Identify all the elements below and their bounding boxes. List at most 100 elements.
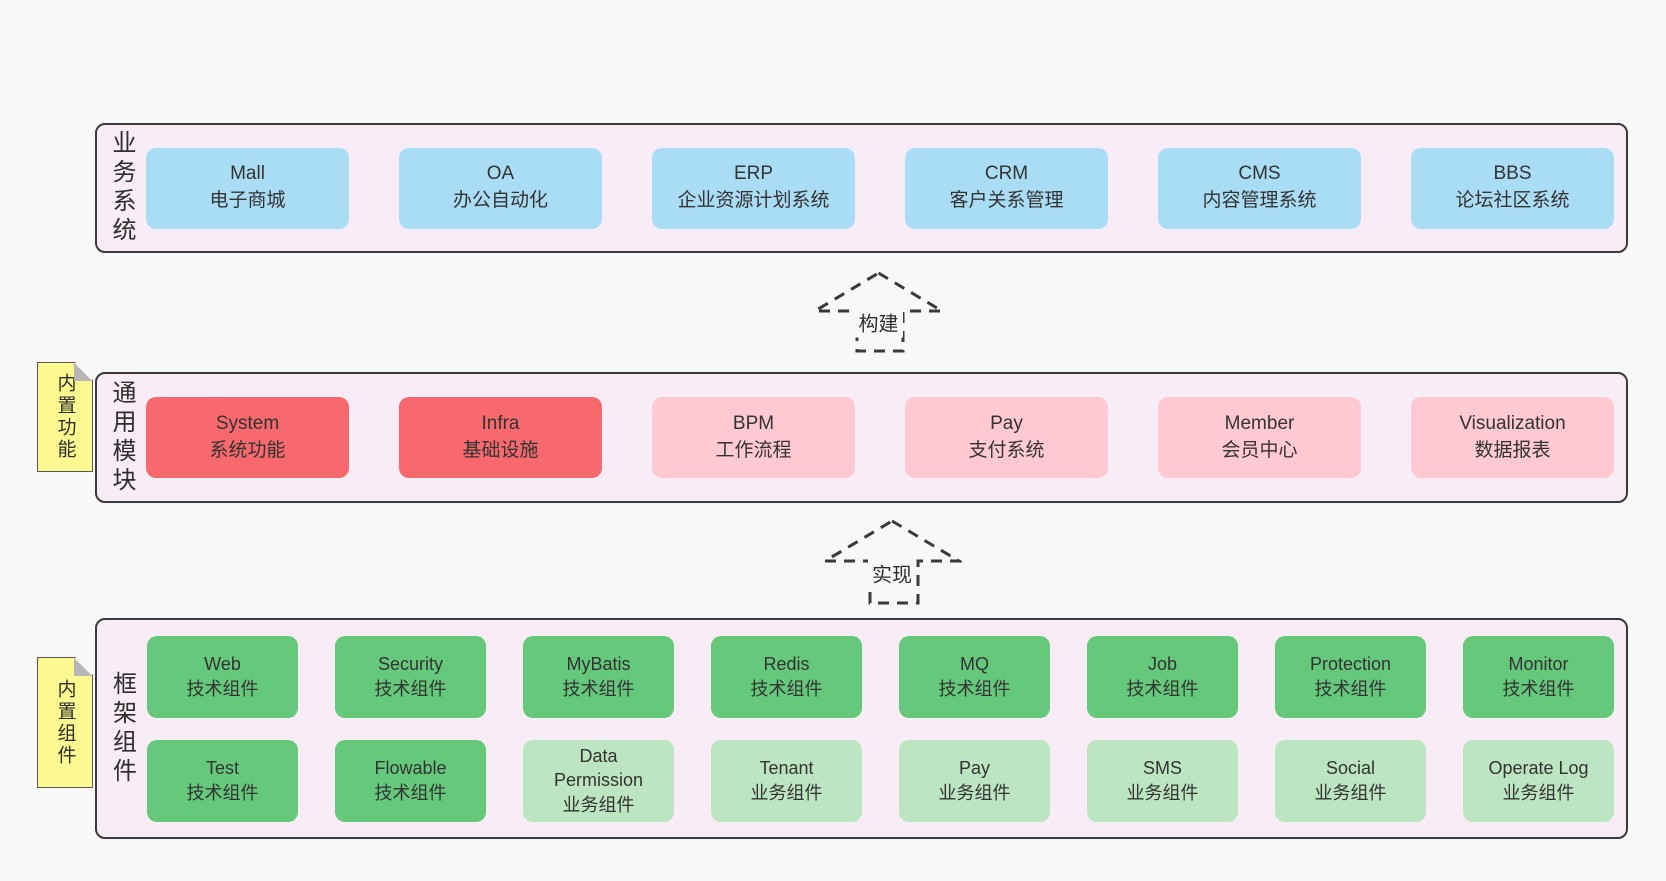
component-name: BBS	[1493, 163, 1532, 185]
component-box-protection: Protection 技术组件	[1275, 635, 1426, 718]
component-desc: 支付系统	[968, 439, 1045, 461]
build-arrow: 构建	[812, 270, 945, 354]
section-label-framework-components: 框架组件	[97, 620, 147, 837]
component-desc: 业务组件	[1502, 782, 1575, 803]
component-name: Operate Log	[1488, 758, 1589, 779]
component-desc: 技术组件	[1126, 678, 1199, 699]
component-desc: 技术组件	[374, 678, 447, 699]
component-name: ERP	[733, 163, 774, 185]
component-name: BPM	[732, 412, 775, 434]
component-box-system: System 系统功能	[146, 397, 349, 478]
component-desc: 电子商城	[209, 190, 286, 211]
build-arrow-label: 构建	[854, 306, 903, 338]
component-desc: 技术组件	[562, 678, 635, 699]
component-desc: 业务组件	[562, 794, 635, 815]
component-desc: 基础设施	[462, 439, 539, 461]
note-fold-corner-icon	[74, 658, 92, 676]
component-name: Visualization	[1459, 412, 1566, 434]
component-desc: 办公自动化	[452, 190, 548, 211]
component-name: Flowable	[374, 758, 447, 779]
section-label-text: 业务系统	[108, 130, 135, 246]
component-desc: 系统功能	[209, 439, 286, 461]
sticky-note-label: 内置功能	[54, 373, 76, 461]
component-desc: 业务组件	[1126, 782, 1199, 803]
implement-arrow-label: 实现	[868, 557, 916, 589]
component-box-job: Job 技术组件	[1087, 635, 1238, 718]
component-name: CMS	[1238, 163, 1281, 185]
component-name: Social	[1325, 758, 1376, 779]
component-name: Protection	[1309, 654, 1392, 675]
implement-arrow: 实现	[822, 518, 962, 606]
component-desc: 业务组件	[750, 782, 823, 803]
component-box-cms: CMS 内容管理系统	[1158, 147, 1361, 229]
component-desc: 会员中心	[1221, 439, 1298, 461]
component-box-tenant: Tenant 业务组件	[711, 739, 862, 822]
component-row: System 系统功能 Infra 基础设施 BPM 工作流程 Pay 支付系统 Member 会…	[146, 397, 1614, 478]
component-name: System	[215, 412, 280, 434]
component-box-visualization: Visualization 数据报表	[1411, 397, 1614, 478]
sticky-note-built-in-components: 内置组件	[37, 657, 93, 788]
component-box-infra: Infra 基础设施	[399, 397, 602, 478]
component-box-member: Member 会员中心	[1158, 397, 1361, 478]
component-name: Web	[204, 654, 241, 675]
component-desc: 数据报表	[1474, 439, 1551, 461]
dashed-up-arrow-icon	[822, 519, 962, 605]
component-box-pay: Pay 支付系统	[905, 397, 1108, 478]
component-name: Member	[1224, 412, 1295, 434]
component-desc: 内容管理系统	[1202, 190, 1317, 211]
component-desc: 客户关系管理	[949, 190, 1064, 211]
component-name: Data Permission	[553, 745, 644, 791]
component-name: Mall	[230, 163, 265, 185]
component-box-mq: MQ 技术组件	[899, 635, 1050, 718]
component-name: Job	[1147, 654, 1178, 675]
component-box-security: Security 技术组件	[335, 635, 486, 718]
component-name: Pay	[990, 412, 1023, 434]
component-desc: 技术组件	[186, 678, 259, 699]
component-box-test: Test 技术组件	[147, 739, 298, 822]
component-box-mybatis: MyBatis 技术组件	[523, 635, 674, 718]
component-box-social: Social 业务组件	[1275, 739, 1426, 822]
component-desc: 技术组件	[186, 782, 259, 803]
component-name: MQ	[960, 654, 989, 675]
sticky-note-label: 内置组件	[54, 678, 76, 767]
component-desc: 技术组件	[374, 782, 447, 803]
component-name: Security	[377, 654, 444, 675]
component-name: Infra	[481, 412, 520, 434]
component-desc: 业务组件	[938, 782, 1011, 803]
component-desc: 业务组件	[1314, 782, 1387, 803]
component-desc: 企业资源计划系统	[677, 190, 830, 211]
component-desc: 技术组件	[1502, 678, 1575, 699]
component-box-data-permission: Data Permission 业务组件	[523, 739, 674, 822]
component-name: MyBatis	[566, 654, 631, 675]
section-rows: System 系统功能 Infra 基础设施 BPM 工作流程 Pay 支付系统 Member 会…	[146, 374, 1626, 501]
section-label-common-modules: 通用模块	[97, 374, 146, 501]
dashed-up-arrow-icon	[812, 271, 945, 353]
section-label-business-systems: 业务系统	[97, 125, 146, 251]
component-desc: 技术组件	[1314, 678, 1387, 699]
component-desc: 技术组件	[938, 678, 1011, 699]
component-box-mall: Mall 电子商城	[146, 147, 349, 229]
component-name: Tenant	[759, 758, 814, 779]
section-framework-components: 框架组件 Web 技术组件 Security 技术组件 MyBatis 技术组件 Redis…	[95, 618, 1628, 839]
component-name: Test	[205, 758, 239, 779]
component-box-erp: ERP 企业资源计划系统	[652, 147, 855, 229]
component-name: Redis	[763, 654, 810, 675]
section-label-text: 通用模块	[108, 379, 135, 496]
component-name: SMS	[1142, 758, 1182, 779]
component-box-flowable: Flowable 技术组件	[335, 739, 486, 822]
component-name: Monitor	[1508, 654, 1569, 675]
note-fold-corner-icon	[74, 363, 92, 381]
component-desc: 工作流程	[715, 439, 792, 461]
component-name: OA	[486, 163, 515, 185]
